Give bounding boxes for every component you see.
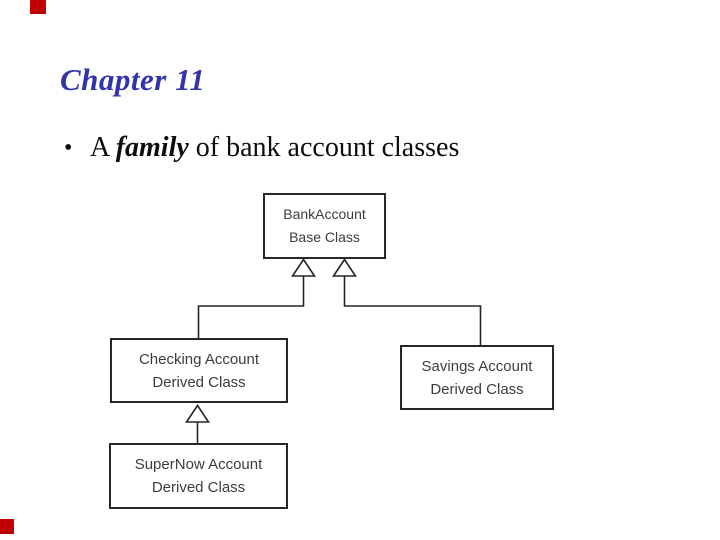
bullet-text-prefix: A <box>90 132 116 163</box>
class-box-savings-account: Savings Account Derived Class <box>400 345 554 410</box>
bottom-left-red-square <box>0 519 14 534</box>
class-box-line1: SuperNow Account <box>134 456 263 473</box>
page-title: Chapter 11 <box>60 62 206 97</box>
connector-checking-to-base <box>197 276 305 338</box>
class-box-line2: Derived Class <box>152 373 246 391</box>
bullet-line: • A family of bank account classes <box>64 129 664 167</box>
top-left-red-square <box>30 0 46 14</box>
class-box-line2: Derived Class <box>430 380 524 398</box>
class-box-line1: BankAccount <box>283 206 366 222</box>
class-box-bankaccount: BankAccount Base Class <box>263 193 386 259</box>
class-box-supernow-account: SuperNow Account Derived Class <box>109 443 288 509</box>
bullet-text-suffix: of bank account classes <box>188 132 460 163</box>
bullet-marker: • <box>64 135 73 161</box>
class-box-line2: Base Class <box>289 229 360 245</box>
bullet-text-emphasis: family <box>115 132 189 163</box>
inheritance-triangle-icon-right <box>332 258 357 277</box>
inheritance-triangle-icon-supernow <box>185 404 210 423</box>
class-box-line1: Checking Account <box>138 350 260 368</box>
class-box-line2: Derived Class <box>151 479 246 496</box>
inheritance-triangle-icon-left <box>291 258 316 277</box>
connector-savings-to-base <box>343 276 482 345</box>
class-box-line1: Savings Account <box>421 357 533 375</box>
class-box-checking-account: Checking Account Derived Class <box>110 338 288 403</box>
